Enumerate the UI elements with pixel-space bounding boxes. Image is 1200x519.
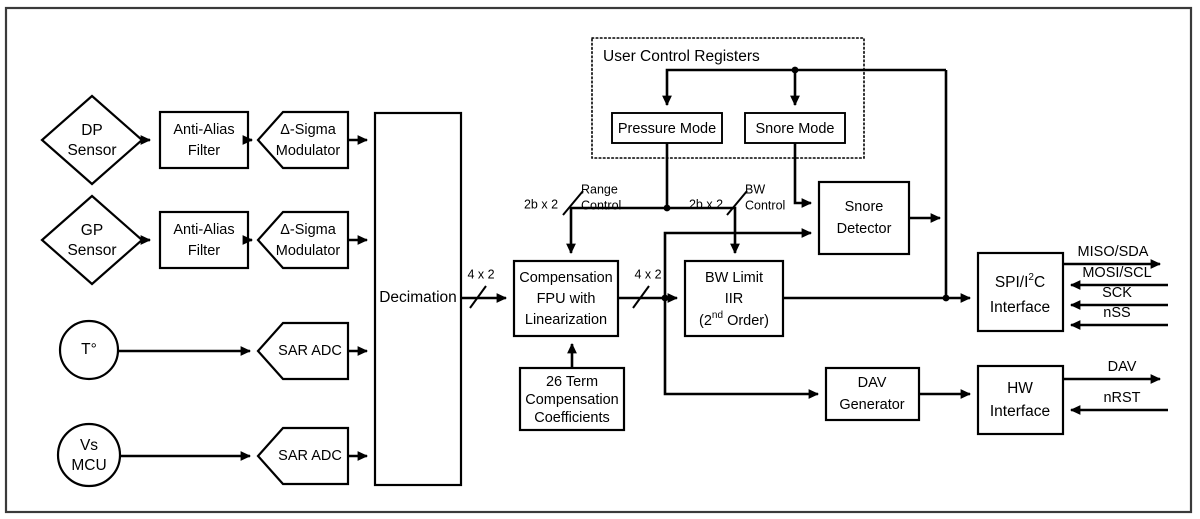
spi-i2c-interface-block: SPI/I2C Interface <box>976 251 1065 333</box>
spi-i2c-line1: SPI/I2C <box>995 272 1045 291</box>
bw-limit-order-pre: (2 <box>699 313 712 329</box>
compensation-fpu-line3: Linearization <box>525 312 607 328</box>
anti-alias-filter-dp: Anti-Alias Filter <box>158 110 250 170</box>
delta-sigma-modulator-gp-line2: Modulator <box>276 243 341 259</box>
spi-i2c-pre: SPI/I <box>995 274 1029 291</box>
compensation-fpu-line1: Compensation <box>519 270 613 286</box>
sensor-gp-line2: Sensor <box>67 242 116 259</box>
bus-label-decimation-out: 4 x 2 <box>467 267 494 281</box>
delta-sigma-modulator-dp-line1: Δ-Sigma <box>280 122 337 138</box>
sensor-gp: GP Sensor <box>40 194 144 286</box>
sensor-temperature-label: T° <box>81 341 97 358</box>
diagram-border <box>4 6 1193 514</box>
bus-label-fpu-out: 4 x 2 <box>634 267 661 281</box>
io-label-nss: nSS <box>1103 305 1130 321</box>
io-label-nrst: nRST <box>1103 390 1140 406</box>
compensation-coefficients-block: 26 Term Compensation Coefficients <box>518 366 626 432</box>
register-snore-mode: Snore Mode <box>744 112 846 144</box>
wire-range-control-to-fpu <box>566 206 667 255</box>
anti-alias-filter-gp-line1: Anti-Alias <box>173 222 234 238</box>
coefficients-line3: Coefficients <box>534 410 610 426</box>
sensor-vs-mcu: Vs MCU <box>56 422 122 488</box>
control-label-bw-line2: Control <box>745 198 785 212</box>
anti-alias-filter-gp: Anti-Alias Filter <box>158 210 250 270</box>
sensor-dp-line2: Sensor <box>67 142 116 159</box>
register-pressure-mode-label: Pressure Mode <box>618 121 716 137</box>
anti-alias-filter-gp-line2: Filter <box>188 243 220 259</box>
decimation-block: Decimation <box>373 111 463 487</box>
snore-detector-block: Snore Detector <box>817 180 911 256</box>
sensor-gp-line1: GP <box>81 222 103 239</box>
delta-sigma-modulator-gp: Δ-Sigma Modulator <box>256 210 350 270</box>
bus-slash-decimation-out <box>469 285 487 309</box>
coefficients-line1: 26 Term <box>546 374 598 390</box>
wire-rail-to-pressure-mode <box>662 68 946 107</box>
hw-interface-line1: HW <box>1007 380 1033 397</box>
delta-sigma-modulator-dp-line2: Modulator <box>276 143 341 159</box>
io-label-dav: DAV <box>1108 359 1137 375</box>
spi-i2c-post: C <box>1034 274 1045 291</box>
io-label-sck: SCK <box>1102 285 1132 301</box>
user-control-registers-title: User Control Registers <box>603 48 760 65</box>
decimation-label: Decimation <box>379 289 457 306</box>
bus-label-bw-control: 2b x 2 <box>689 197 723 211</box>
snore-detector-line1: Snore <box>845 199 884 215</box>
user-control-registers-group: User Control Registers <box>591 37 865 159</box>
control-label-range-line1: Range <box>581 182 618 196</box>
bw-limit-iir-block: BW Limit IIR (2nd Order) <box>683 259 785 338</box>
delta-sigma-modulator-gp-line1: Δ-Sigma <box>280 222 337 238</box>
sar-adc-temperature: SAR ADC <box>256 321 350 381</box>
bus-label-range-control: 2b x 2 <box>524 197 558 211</box>
compensation-fpu-line2: FPU with <box>537 291 596 307</box>
bw-limit-line3: (2nd Order) <box>699 310 769 329</box>
sensor-dp: DP Sensor <box>40 94 144 186</box>
coefficients-line2: Compensation <box>525 392 619 408</box>
bus-slash-fpu-out <box>632 285 650 309</box>
spi-i2c-sup: 2 <box>1028 272 1034 283</box>
register-pressure-mode: Pressure Mode <box>611 112 723 144</box>
hw-interface-line2: Interface <box>990 403 1050 420</box>
bus-slash-range-control <box>562 190 584 216</box>
wire-snore-mode-to-detector <box>793 143 813 208</box>
register-snore-mode-label: Snore Mode <box>756 121 835 137</box>
bw-limit-line2: IIR <box>725 291 744 307</box>
bw-limit-order-post: Order) <box>723 313 769 329</box>
io-label-miso-sda: MISO/SDA <box>1078 244 1149 260</box>
compensation-fpu-block: Compensation FPU with Linearization <box>512 259 620 338</box>
delta-sigma-modulator-dp: Δ-Sigma Modulator <box>256 110 350 170</box>
control-label-range-line2: Control <box>581 198 621 212</box>
io-label-mosi-scl: MOSI/SCL <box>1082 265 1151 281</box>
sensor-vs-mcu-line1: Vs <box>80 437 98 454</box>
sar-adc-vs: SAR ADC <box>256 426 350 486</box>
anti-alias-filter-dp-line2: Filter <box>188 143 220 159</box>
sensor-vs-mcu-line2: MCU <box>71 457 106 474</box>
spi-i2c-line2: Interface <box>990 299 1050 316</box>
sensor-temperature: T° <box>58 319 120 381</box>
bw-limit-line1: BW Limit <box>705 270 763 286</box>
sensor-dp-line1: DP <box>81 122 103 139</box>
wire-fpu-to-dav-generator <box>663 298 820 399</box>
control-label-bw-line1: BW <box>745 182 765 196</box>
sar-adc-temperature-label: SAR ADC <box>278 343 342 359</box>
anti-alias-filter-dp-line1: Anti-Alias <box>173 122 234 138</box>
dav-generator-line2: Generator <box>839 397 904 413</box>
junction-register-rail <box>791 66 799 74</box>
snore-detector-line2: Detector <box>837 221 892 237</box>
dav-generator-block: DAV Generator <box>824 366 921 422</box>
sar-adc-vs-label: SAR ADC <box>278 448 342 464</box>
wire-fpu-to-snore-detector <box>663 228 813 298</box>
hw-interface-block: HW Interface <box>976 364 1065 436</box>
wire-bw-control-to-bwlimit <box>667 206 740 255</box>
dav-generator-line1: DAV <box>858 375 887 391</box>
bw-limit-order-sup: nd <box>712 310 723 321</box>
bus-slash-bw-control <box>726 190 748 216</box>
